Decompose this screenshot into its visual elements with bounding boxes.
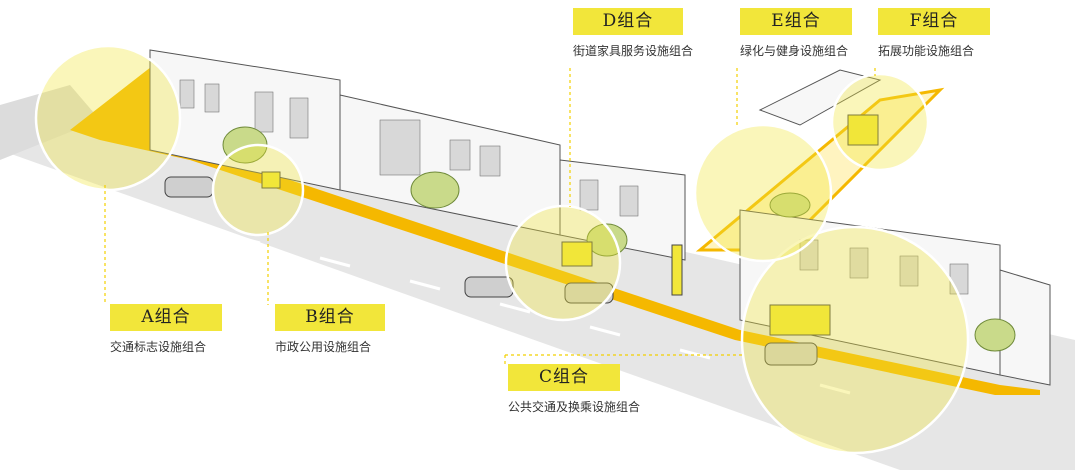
circle-f	[830, 72, 930, 172]
service-box	[261, 171, 281, 189]
circle-b	[211, 143, 305, 237]
group-e-desc: 绿化与健身设施组合	[740, 44, 849, 58]
highlight-circles	[34, 44, 970, 455]
group-b-desc: 市政公用设施组合	[275, 340, 372, 354]
group-f-tag: F组合	[878, 8, 990, 35]
vending-units	[847, 114, 879, 146]
building-windows	[179, 79, 969, 295]
group-c-desc: 公共交通及换乘设施组合	[508, 400, 641, 414]
group-b-tag: B组合	[275, 304, 385, 331]
circle-c	[740, 225, 970, 455]
cars	[164, 176, 818, 366]
sign-pole	[671, 244, 683, 296]
bus-shelter	[769, 304, 831, 336]
group-d-tag: D组合	[573, 8, 683, 35]
circle-e	[693, 123, 833, 263]
road-left-band	[0, 85, 100, 160]
circle-a	[34, 44, 182, 192]
group-e-tag: E组合	[740, 8, 852, 35]
group-c-tag: C组合	[508, 364, 620, 391]
kiosk	[561, 241, 593, 267]
lane-markings	[229, 233, 851, 395]
group-f-desc: 拓展功能设施组合	[878, 44, 975, 58]
circle-d	[504, 204, 622, 322]
group-a-tag: A组合	[110, 304, 222, 331]
leader-lines	[104, 68, 876, 365]
road-surface	[0, 115, 1075, 470]
group-a-desc: 交通标志设施组合	[110, 340, 207, 354]
group-d-desc: 街道家具服务设施组合	[573, 44, 694, 58]
